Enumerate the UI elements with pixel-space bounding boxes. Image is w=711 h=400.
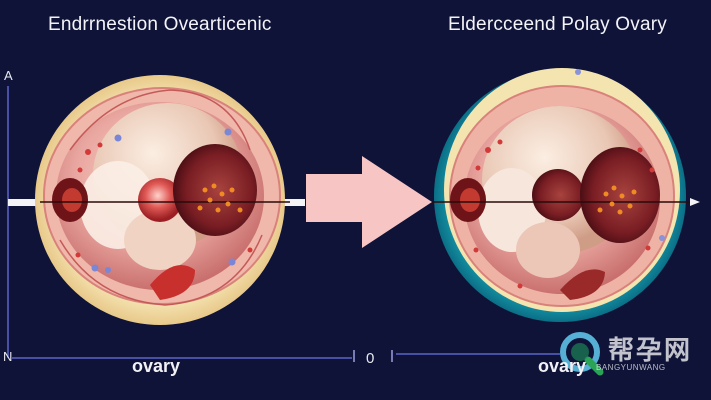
left-dark-follicle xyxy=(173,144,257,236)
left-ovary-label: ovary xyxy=(132,356,181,376)
polycystic-ovary-illustration xyxy=(432,68,700,322)
left-lower-follicle xyxy=(124,210,196,270)
center-axis-value: 0 xyxy=(366,350,375,367)
left-title: Endrrnestion Ovearticenic xyxy=(48,14,272,35)
transition-arrow xyxy=(306,156,432,248)
left-dots-cluster xyxy=(197,183,243,213)
left-dominant-follicle xyxy=(138,178,182,222)
left-small-cells xyxy=(91,128,236,273)
left-vessel-line-bottom xyxy=(59,234,263,306)
watermark-logo-icon xyxy=(560,332,604,376)
right-blood-vessel xyxy=(560,269,605,300)
right-ovary-label: ovary xyxy=(538,356,587,376)
normal-ovary-illustration xyxy=(35,75,290,325)
right-edge-follicle-core xyxy=(460,188,480,212)
left-edge-follicle-core xyxy=(62,188,82,212)
axis-top-letter: A xyxy=(4,68,13,83)
right-dots-cluster xyxy=(597,185,637,215)
watermark: 帮孕网 BANGYUNWANG xyxy=(556,330,706,376)
watermark-logo-text: 帮孕网 xyxy=(608,335,693,365)
watermark-subtext: BANGYUNWANG xyxy=(596,363,666,372)
right-small-cells xyxy=(575,69,665,241)
right-title: Eldercceend Polay Ovary xyxy=(448,14,667,35)
right-needle-tip xyxy=(690,198,700,206)
right-red-specks xyxy=(473,139,655,289)
right-dominant-follicle xyxy=(532,169,584,221)
left-pointer-bar xyxy=(8,199,56,206)
left-vessel-line xyxy=(69,89,251,151)
left-blood-vessel xyxy=(150,265,195,300)
left-red-specks xyxy=(75,142,253,258)
axis-bottom-letter: N xyxy=(3,349,13,364)
right-lower-follicle xyxy=(516,222,580,278)
